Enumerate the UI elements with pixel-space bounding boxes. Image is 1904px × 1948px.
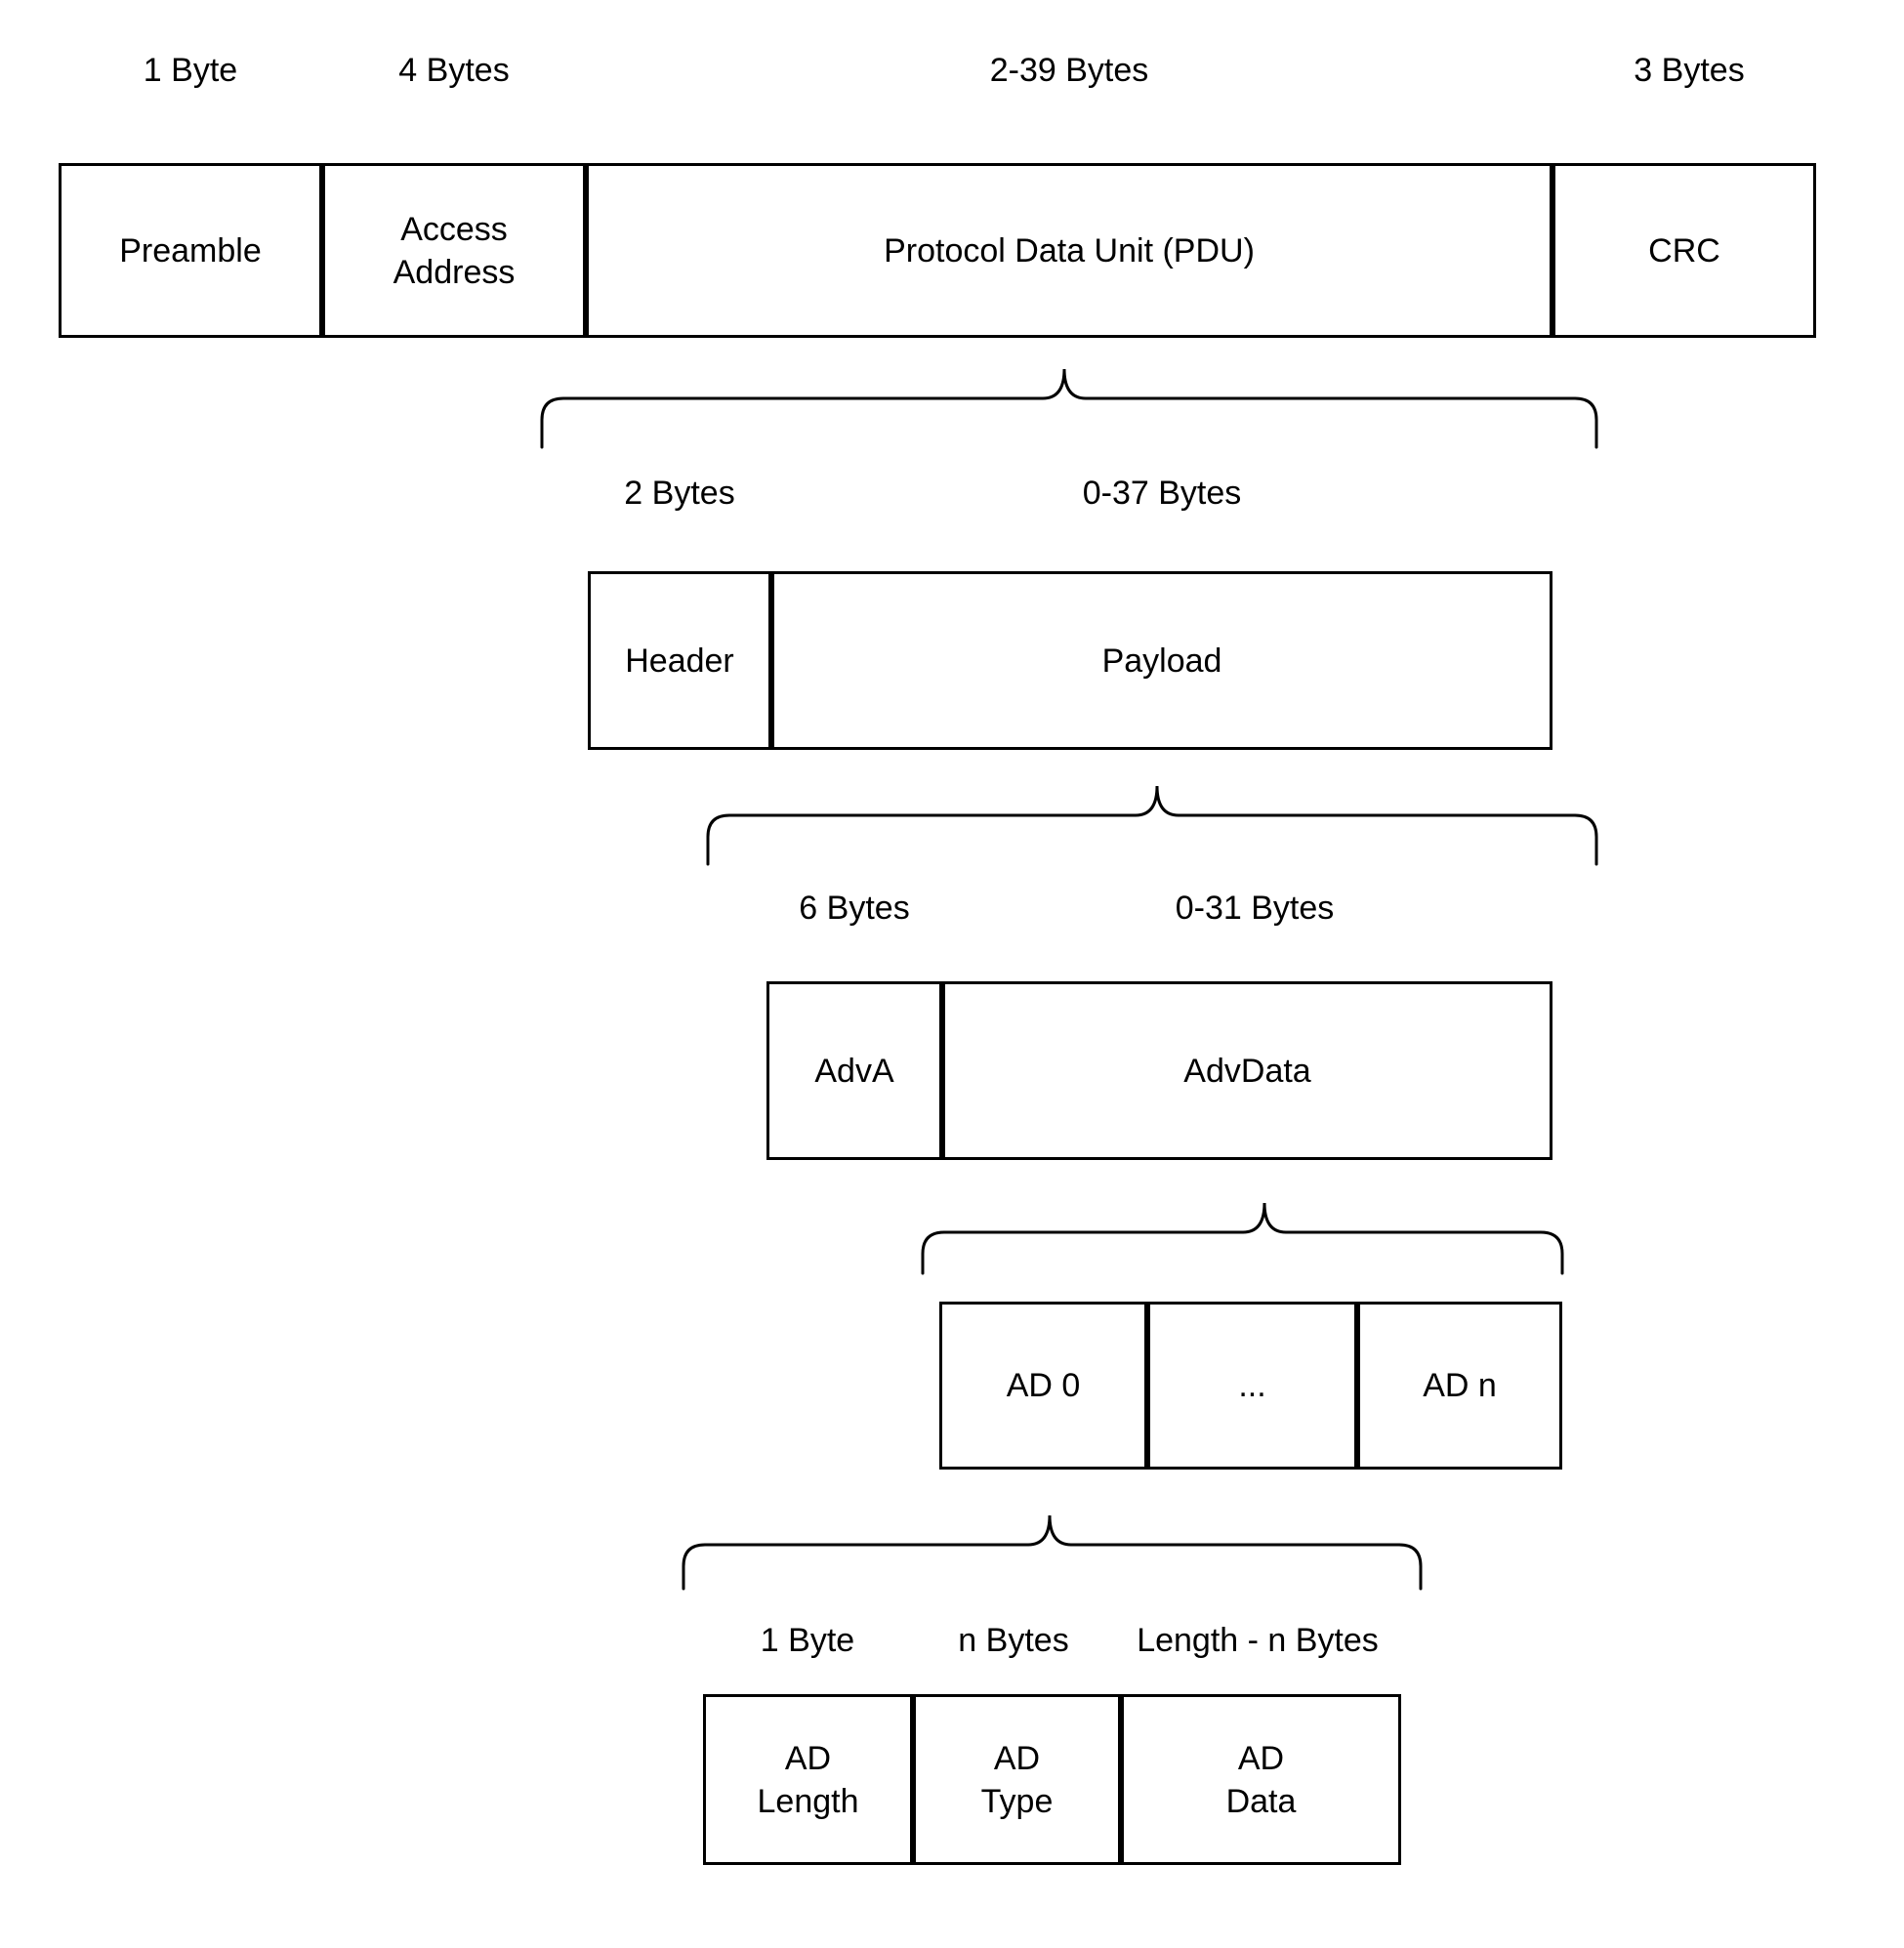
size-label-link-layer-packet-1: 4 Bytes <box>398 52 510 89</box>
brace-pdu-to-header-payload <box>540 368 1598 449</box>
field-label-ad-0: AD 0 <box>1006 1367 1081 1404</box>
field-box-access-address[interactable]: Access Address <box>322 163 586 338</box>
field-box-preamble[interactable]: Preamble <box>59 163 322 338</box>
field-label-header: Header <box>625 642 734 680</box>
field-box-ad-type[interactable]: AD Type <box>913 1694 1121 1865</box>
field-label-adva: AdvA <box>814 1052 894 1090</box>
field-label-ad-data: AD Data <box>1225 1739 1297 1820</box>
size-label-pdu-breakdown-1: 0-37 Bytes <box>1082 475 1242 512</box>
field-box-pdu[interactable]: Protocol Data Unit (PDU) <box>586 163 1552 338</box>
field-label-access-address: Access Address <box>393 210 516 291</box>
field-box-ad-0[interactable]: AD 0 <box>939 1302 1147 1470</box>
brace-advdata-to-ad <box>921 1202 1564 1275</box>
size-label-ad-structure-breakdown-2: Length - n Bytes <box>1137 1622 1379 1659</box>
field-box-advdata[interactable]: AdvData <box>942 981 1552 1160</box>
field-label-preamble: Preamble <box>119 231 262 269</box>
size-label-link-layer-packet-2: 2-39 Bytes <box>989 52 1149 89</box>
size-label-link-layer-packet-0: 1 Byte <box>143 52 238 89</box>
field-label-payload: Payload <box>1101 642 1222 680</box>
field-box-ad-length[interactable]: AD Length <box>703 1694 913 1865</box>
field-box-ad-n[interactable]: AD n <box>1357 1302 1562 1470</box>
field-label-ad-ellipsis: ... <box>1238 1367 1266 1404</box>
size-label-pdu-breakdown-0: 2 Bytes <box>624 475 735 512</box>
size-label-link-layer-packet-3: 3 Bytes <box>1634 52 1745 89</box>
size-label-payload-breakdown-0: 6 Bytes <box>799 890 910 927</box>
size-label-payload-breakdown-1: 0-31 Bytes <box>1175 890 1335 927</box>
field-box-header[interactable]: Header <box>588 571 771 750</box>
field-label-crc: CRC <box>1648 231 1720 269</box>
field-label-advdata: AdvData <box>1183 1052 1311 1090</box>
field-box-ad-data[interactable]: AD Data <box>1121 1694 1401 1865</box>
size-label-ad-structure-breakdown-1: n Bytes <box>958 1622 1069 1659</box>
field-box-crc[interactable]: CRC <box>1552 163 1816 338</box>
brace-payload-to-adva <box>706 785 1598 866</box>
field-label-ad-n: AD n <box>1423 1367 1497 1404</box>
field-label-ad-length: AD Length <box>757 1739 859 1820</box>
field-label-pdu: Protocol Data Unit (PDU) <box>884 231 1255 269</box>
field-box-adva[interactable]: AdvA <box>766 981 942 1160</box>
field-box-ad-ellipsis[interactable]: ... <box>1147 1302 1357 1470</box>
size-label-ad-structure-breakdown-0: 1 Byte <box>760 1622 855 1659</box>
brace-ad-to-ad-structure <box>682 1514 1423 1591</box>
field-label-ad-type: AD Type <box>980 1739 1054 1820</box>
field-box-payload[interactable]: Payload <box>771 571 1552 750</box>
